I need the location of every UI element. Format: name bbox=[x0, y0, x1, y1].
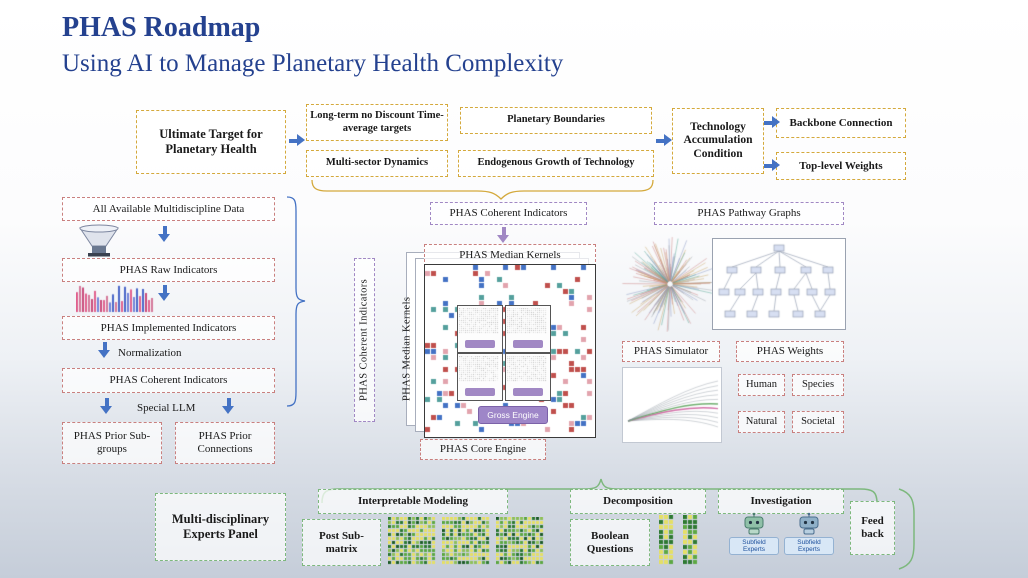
weights-box: PHAS Weights bbox=[736, 341, 844, 362]
investigation-box: Investigation bbox=[718, 489, 844, 514]
subfield-expert-label: Subfield Experts bbox=[784, 537, 834, 556]
arrow-target-to-dynamics bbox=[289, 134, 305, 147]
arrow-coherent-to-kernels bbox=[497, 227, 510, 243]
submatrix-image-3 bbox=[496, 517, 544, 565]
simulator-fan-chart bbox=[622, 367, 722, 443]
weight-human-box: Human bbox=[738, 374, 785, 396]
kernel-label-2 bbox=[513, 340, 543, 348]
post-submatrix-box: Post Sub-matrix bbox=[302, 519, 381, 566]
feedback-box: Feed back bbox=[850, 501, 895, 555]
coherent-indicators-vertical-label: PHAS Coherent Indicators bbox=[354, 258, 375, 422]
planetary-boundaries-box: Planetary Boundaries bbox=[460, 107, 652, 134]
implemented-indicators-box: PHAS Implemented Indicators bbox=[62, 316, 275, 340]
all-data-box: All Available Multidiscipline Data bbox=[62, 197, 275, 221]
kernel-label-3 bbox=[465, 388, 495, 396]
median-kernels-vertical-label: PHAS Median Kernels bbox=[401, 296, 413, 402]
weight-species-box: Species bbox=[792, 374, 844, 396]
coherent-indicators-box: PHAS Coherent Indicators bbox=[62, 368, 275, 393]
boolean-questions-box: Boolean Questions bbox=[570, 519, 650, 566]
top-level-weights-box: Top-level Weights bbox=[776, 152, 906, 180]
radial-network-graph bbox=[620, 232, 720, 332]
arrow-to-prior-subgroups bbox=[100, 398, 113, 414]
endogenous-growth-box: Endogenous Growth of Technology bbox=[458, 150, 654, 177]
subfield-expert-label: Subfield Experts bbox=[729, 537, 779, 556]
long-term-box: Long-term no Discount Time-average targe… bbox=[306, 104, 448, 141]
interpretable-modeling-box: Interpretable Modeling bbox=[318, 489, 508, 514]
normalization-label: Normalization bbox=[118, 347, 182, 359]
boolean-strip-1 bbox=[659, 515, 674, 568]
submatrix-image-1 bbox=[388, 517, 436, 565]
page-title: PHAS Roadmap bbox=[62, 12, 261, 43]
weight-societal-box: Societal bbox=[792, 411, 844, 433]
kernel-submatrix-2 bbox=[505, 305, 551, 353]
multi-sector-box: Multi-sector Dynamics bbox=[306, 150, 448, 177]
backbone-connection-box: Backbone Connection bbox=[776, 108, 906, 138]
indicator-barcode-icon bbox=[76, 283, 156, 313]
boolean-strip-2 bbox=[683, 515, 698, 568]
arrow-data-to-raw bbox=[158, 226, 171, 242]
kernel-submatrix-3 bbox=[457, 353, 503, 401]
kernel-submatrix-1 bbox=[457, 305, 503, 353]
robot-icon bbox=[799, 512, 819, 535]
kernel-label-1 bbox=[465, 340, 495, 348]
pathway-tree-panel bbox=[712, 238, 846, 330]
pathway-graphs-box: PHAS Pathway Graphs bbox=[654, 202, 844, 225]
submatrix-image-2 bbox=[442, 517, 490, 565]
weight-natural-box: Natural bbox=[738, 411, 785, 433]
raw-indicators-box: PHAS Raw Indicators bbox=[62, 258, 275, 282]
simulator-box: PHAS Simulator bbox=[622, 341, 720, 362]
decomposition-box: Decomposition bbox=[570, 489, 706, 514]
prior-connections-box: PHAS Prior Connections bbox=[175, 422, 275, 464]
gross-engine-button: Gross Engine bbox=[478, 406, 548, 424]
arrow-raw-to-implemented bbox=[158, 285, 171, 301]
core-matrix-visualization: Gross Engine bbox=[424, 264, 596, 438]
robot-icon bbox=[744, 512, 764, 535]
arrow-tech-to-weights bbox=[764, 159, 780, 172]
data-funnel-icon bbox=[76, 224, 122, 263]
subfield-expert-2: Subfield Experts bbox=[784, 512, 834, 556]
arrow-dynamics-to-tech bbox=[656, 134, 672, 147]
prior-subgroups-box: PHAS Prior Sub-groups bbox=[62, 422, 162, 464]
kernel-label-4 bbox=[513, 388, 543, 396]
arrow-normalization bbox=[98, 342, 111, 358]
core-engine-box: PHAS Core Engine bbox=[420, 439, 546, 460]
experts-panel-box: Multi-disciplinary Experts Panel bbox=[155, 493, 286, 561]
subfield-expert-1: Subfield Experts bbox=[729, 512, 779, 556]
arrow-to-prior-connections bbox=[222, 398, 235, 414]
arrow-tech-to-backbone bbox=[764, 116, 780, 129]
ultimate-target-box: Ultimate Target for Planetary Health bbox=[136, 110, 286, 174]
tech-accumulation-box: Technology Accumulation Condition bbox=[672, 108, 764, 174]
page-subtitle: Using AI to Manage Planetary Health Comp… bbox=[62, 50, 564, 77]
core-coherent-indicators-box: PHAS Coherent Indicators bbox=[430, 202, 587, 225]
kernel-submatrix-4 bbox=[505, 353, 551, 401]
special-llm-label: Special LLM bbox=[137, 402, 196, 414]
